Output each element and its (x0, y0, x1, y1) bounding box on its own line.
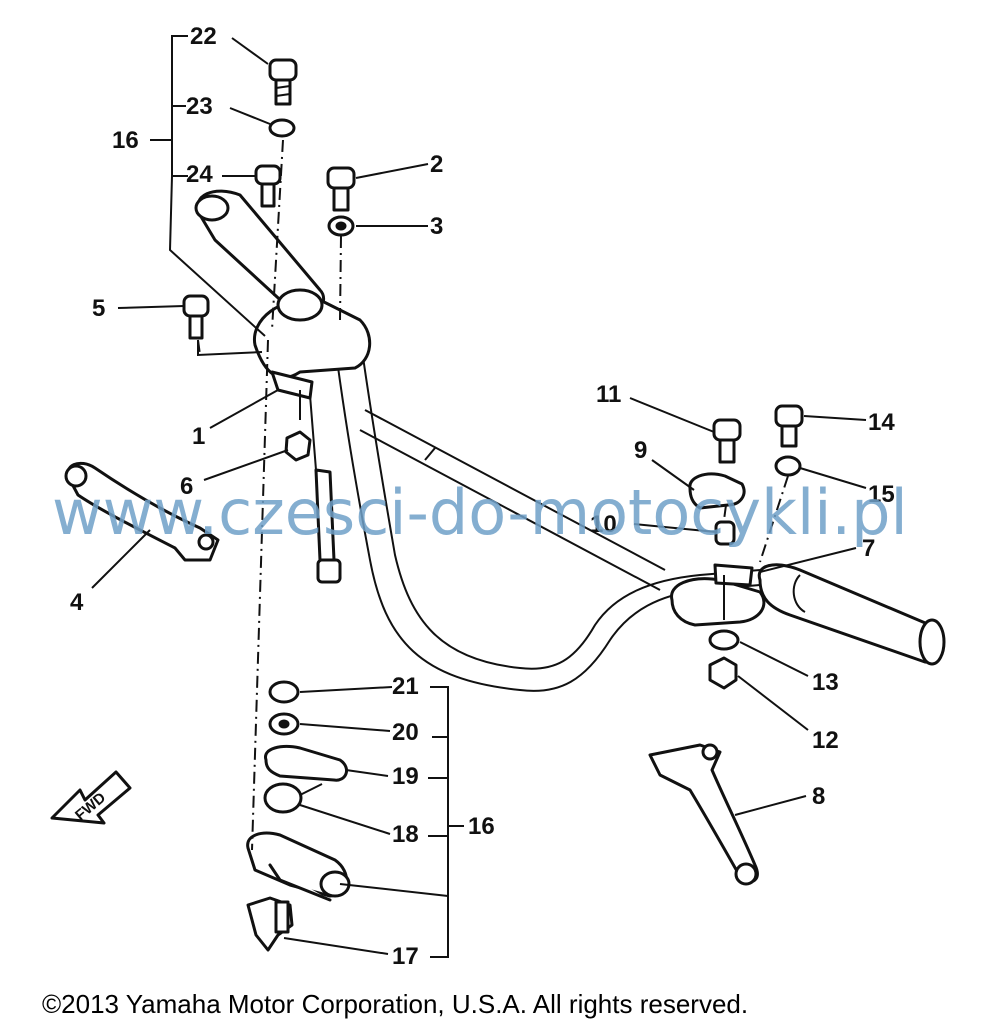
washer-20 (268, 712, 300, 736)
callout-10: 10 (590, 511, 617, 538)
clutch-cable-switch (309, 394, 342, 584)
callout-16-bottom: 16 (468, 813, 495, 840)
washer-23 (268, 118, 296, 138)
callout-21: 21 (392, 673, 419, 700)
callout-12: 12 (812, 727, 839, 754)
callout-22: 22 (190, 23, 217, 50)
right-lever-holder (670, 563, 766, 627)
callout-6: 6 (180, 473, 193, 500)
switch-19 (264, 745, 349, 782)
callout-19: 19 (392, 763, 419, 790)
clamp-9 (688, 472, 746, 510)
watermark: www.czesci-do-motocykli.pl (52, 476, 908, 549)
washer-15 (774, 455, 802, 477)
callout-1: 1 (192, 423, 205, 450)
nut-6 (284, 430, 312, 462)
left-lever-holder (252, 288, 372, 420)
washer-13 (708, 629, 740, 651)
callout-15: 15 (868, 481, 895, 508)
right-lever (648, 743, 759, 886)
washer-3 (327, 215, 355, 237)
callout-18: 18 (392, 821, 419, 848)
nut-21 (268, 680, 300, 704)
nut-12 (708, 656, 738, 690)
bolt-24 (254, 164, 282, 208)
callout-23: 23 (186, 93, 213, 120)
left-lever (64, 461, 220, 562)
spring-18 (263, 782, 323, 814)
callout-24: 24 (186, 161, 213, 188)
callout-16-top: 16 (112, 127, 139, 154)
callout-9: 9 (634, 437, 647, 464)
handlebar (334, 344, 761, 692)
callout-17: 17 (392, 943, 419, 970)
holder-bracket (246, 831, 351, 902)
right-grip (757, 563, 946, 666)
callout-14: 14 (868, 409, 895, 436)
callout-2: 2 (430, 151, 443, 178)
bolt-11 (712, 418, 742, 464)
callout-4: 4 (70, 589, 84, 616)
cable-adjuster-17 (246, 896, 294, 952)
pin-10 (714, 520, 736, 546)
callout-8: 8 (812, 783, 825, 810)
callout-13: 13 (812, 669, 839, 696)
bolt-2 (326, 166, 356, 212)
callout-3: 3 (430, 213, 443, 240)
callout-20: 20 (392, 719, 419, 746)
callout-5: 5 (92, 295, 105, 322)
bolt-14 (774, 404, 804, 448)
callouts: 22 23 16 24 2 3 5 1 6 4 11 14 9 15 10 7 … (70, 23, 895, 970)
bolt-22 (268, 58, 298, 106)
fwd-arrow-icon: FWD (50, 770, 132, 825)
callout-7: 7 (862, 535, 875, 562)
leader-lines (91, 35, 867, 958)
callout-11: 11 (596, 381, 621, 408)
bolt-5 (182, 294, 210, 340)
copyright: ©2013 Yamaha Motor Corporation, U.S.A. A… (42, 989, 748, 1019)
